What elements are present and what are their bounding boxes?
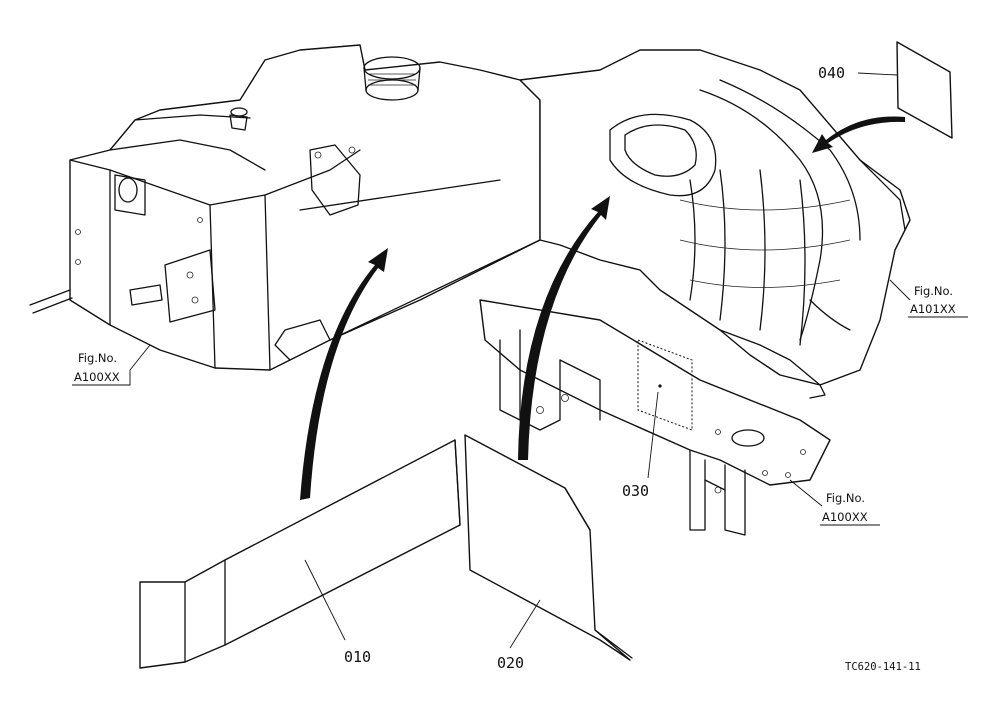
leader-lines [129,72,911,649]
part-020-plate [464,434,633,661]
left-tank-assembly [29,44,541,371]
assembly-arrows [300,116,905,500]
fig-ref-right: Fig.No. A101XX [908,284,968,318]
fig-ref-left-line2: A100XX [74,370,120,384]
fig-ref-right-line2: A101XX [910,302,956,316]
fig-ref-center: Fig.No. A100XX [820,491,880,526]
center-frame [479,299,831,536]
part-040-label-plate [896,41,953,139]
label-030: 030 [622,482,649,500]
arrow-040 [812,116,905,153]
right-tank-assembly [519,49,911,399]
label-010: 010 [344,648,371,666]
arrow-020 [518,196,610,460]
label-020: 020 [497,654,524,672]
label-040: 040 [818,64,845,82]
fig-ref-left-line1: Fig.No. [78,351,117,365]
fig-ref-center-line2: A100XX [822,510,868,524]
fig-ref-center-line1: Fig.No. [826,491,865,505]
arrow-010 [300,248,388,500]
drawing-code: TC620-141-11 [845,661,921,673]
fig-ref-right-line1: Fig.No. [914,284,953,298]
fig-ref-left: Fig.No. A100XX [72,351,131,386]
part-010-cover [139,439,461,669]
